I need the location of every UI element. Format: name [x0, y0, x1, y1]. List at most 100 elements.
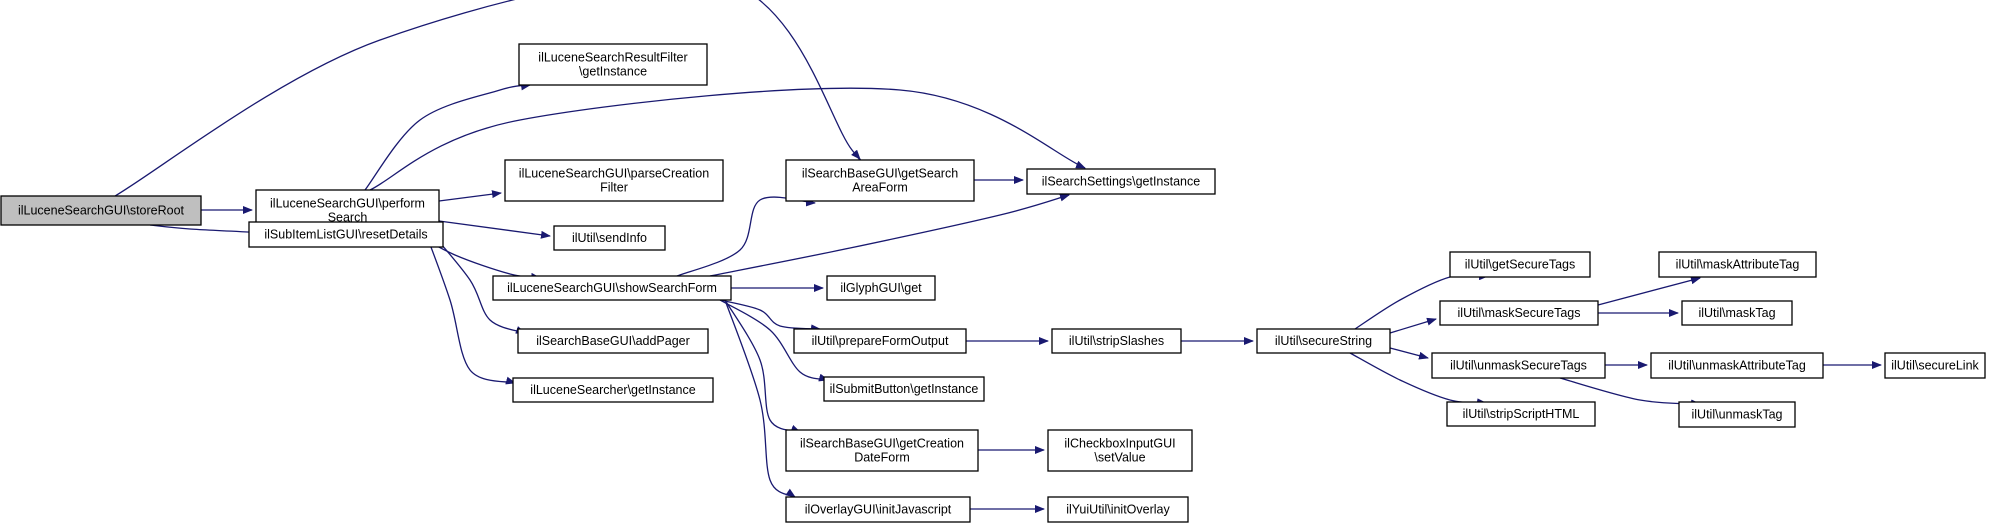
- node-label-line: ilUtil\unmaskAttributeTag: [1668, 359, 1806, 373]
- node-box: [1256, 328, 1391, 354]
- node-box: [517, 328, 709, 354]
- node-prepareFormOutput[interactable]: ilUtil\prepareFormOutput: [793, 328, 967, 354]
- node-resultFilterGetInstance[interactable]: ilLuceneSearchResultFilter\getInstance: [518, 43, 708, 86]
- node-label-line: ilUtil\getSecureTags: [1465, 258, 1575, 272]
- node-label-line: ilSubmitButton\getInstance: [830, 382, 979, 396]
- node-box: [1446, 401, 1596, 427]
- edge-performSearch-to-addPager: [429, 230, 526, 334]
- node-searchSettingsGetInstance[interactable]: ilSearchSettings\getInstance: [1026, 168, 1216, 195]
- node-maskSecureTags[interactable]: ilUtil\maskSecureTags: [1439, 300, 1599, 326]
- node-label-line: ilLuceneSearchGUI\perform: [270, 197, 425, 211]
- node-label-line: ilUtil\secureLink: [1891, 359, 1979, 373]
- node-label-line: ilGlyphGUI\get: [840, 281, 922, 295]
- node-box: [793, 328, 967, 354]
- node-label-line: ilUtil\secureString: [1275, 334, 1372, 348]
- node-box: [1051, 328, 1182, 354]
- edge-performSearch-to-searcherGetInstance: [424, 230, 516, 385]
- edge-storeRoot-to-getSearchAreaForm: [114, 0, 866, 197]
- node-maskAttributeTag[interactable]: ilUtil\maskAttributeTag: [1658, 251, 1817, 278]
- node-showSearchForm[interactable]: ilLuceneSearchGUI\showSearchForm: [492, 275, 732, 301]
- edge-secureString-to-unmaskSecureTags: [1389, 347, 1429, 360]
- node-box: [512, 377, 714, 403]
- node-maskTag[interactable]: ilUtil\maskTag: [1681, 300, 1793, 326]
- node-box: [785, 496, 971, 523]
- node-box: [1650, 352, 1824, 379]
- node-box: [823, 376, 985, 402]
- node-label-line: ilUtil\unmaskTag: [1691, 408, 1782, 422]
- node-box: [1658, 251, 1817, 278]
- node-checkboxSetValue[interactable]: ilCheckboxInputGUI\setValue: [1047, 429, 1193, 472]
- edge-maskSecureTags-to-maskAttributeTag: [1597, 276, 1701, 306]
- edge-performSearch-to-resultFilterGetInstance: [364, 82, 531, 191]
- node-searcherGetInstance[interactable]: ilLuceneSearcher\getInstance: [512, 377, 714, 403]
- node-label-line: ilUtil\unmaskSecureTags: [1450, 359, 1587, 373]
- node-label-line: ilSearchBaseGUI\addPager: [536, 334, 690, 348]
- node-label-line: ilUtil\stripScriptHTML: [1463, 407, 1580, 421]
- node-box: [1047, 429, 1193, 472]
- node-initJavascript[interactable]: ilOverlayGUI\initJavascript: [785, 496, 971, 523]
- edge-showSearchForm-to-searchSettingsGetInstance: [709, 193, 1070, 277]
- node-label-line: ilLuceneSearchResultFilter: [538, 51, 687, 65]
- edge-performSearch-to-parseCreationFilter: [438, 190, 502, 202]
- edge-secureString-to-maskSecureTags: [1389, 317, 1437, 334]
- edge-showSearchForm-to-initJavascript: [724, 299, 796, 498]
- node-label-line: ilUtil\maskSecureTags: [1458, 306, 1581, 320]
- node-label-line: ilSubItemListGUI\resetDetails: [264, 228, 427, 242]
- node-getSecureTags[interactable]: ilUtil\getSecureTags: [1449, 251, 1591, 278]
- node-resetDetails[interactable]: ilSubItemListGUI\resetDetails: [248, 221, 444, 248]
- node-stripScriptHTML[interactable]: ilUtil\stripScriptHTML: [1446, 401, 1596, 427]
- node-label-line: ilSearchBaseGUI\getSearch: [802, 167, 958, 181]
- node-glyphGet[interactable]: ilGlyphGUI\get: [826, 275, 936, 301]
- node-label-line: ilLuceneSearchGUI\parseCreation: [519, 167, 709, 181]
- node-unmaskAttributeTag[interactable]: ilUtil\unmaskAttributeTag: [1650, 352, 1824, 379]
- node-box: [826, 275, 936, 301]
- edge-showSearchForm-to-getSearchAreaForm: [676, 196, 816, 277]
- node-box: [1449, 251, 1591, 278]
- node-unmaskTag[interactable]: ilUtil\unmaskTag: [1678, 401, 1796, 428]
- node-label-line: ilSearchSettings\getInstance: [1042, 175, 1200, 189]
- node-addPager[interactable]: ilSearchBaseGUI\addPager: [517, 328, 709, 354]
- node-label-line: Search: [328, 211, 368, 225]
- node-label-line: ilSearchBaseGUI\getCreation: [800, 437, 964, 451]
- node-box: [1026, 168, 1216, 195]
- node-box: [1047, 496, 1189, 523]
- edges-layer: [114, 0, 1882, 513]
- node-box: [492, 275, 732, 301]
- node-box: [1431, 352, 1606, 379]
- node-unmaskSecureTags[interactable]: ilUtil\unmaskSecureTags: [1431, 352, 1606, 379]
- node-label-line: ilUtil\stripSlashes: [1069, 334, 1164, 348]
- node-label-line: ilUtil\maskTag: [1698, 306, 1775, 320]
- node-label-line: ilUtil\sendInfo: [572, 231, 647, 245]
- node-initOverlay[interactable]: ilYuiUtil\initOverlay: [1047, 496, 1189, 523]
- node-storeRoot[interactable]: ilLuceneSearchGUI\storeRoot: [0, 195, 202, 226]
- edge-showSearchForm-to-submitButtonGetInstance: [719, 299, 829, 382]
- node-box: [518, 43, 708, 86]
- node-label-line: ilCheckboxInputGUI: [1064, 437, 1175, 451]
- edge-unmaskSecureTags-to-unmaskTag: [1559, 377, 1701, 408]
- node-label-line: ilYuiUtil\initOverlay: [1066, 503, 1170, 517]
- node-secureLink[interactable]: ilUtil\secureLink: [1884, 352, 1986, 379]
- node-label-line: ilOverlayGUI\initJavascript: [805, 503, 952, 517]
- node-stripSlashes[interactable]: ilUtil\stripSlashes: [1051, 328, 1182, 354]
- node-box: [1884, 352, 1986, 379]
- node-box: [553, 225, 666, 251]
- node-label-line: \setValue: [1094, 451, 1145, 465]
- node-box: [248, 221, 444, 248]
- node-sendInfo[interactable]: ilUtil\sendInfo: [553, 225, 666, 251]
- node-secureString[interactable]: ilUtil\secureString: [1256, 328, 1391, 354]
- node-label-line: ilLuceneSearchGUI\showSearchForm: [507, 281, 717, 295]
- node-submitButtonGetInstance[interactable]: ilSubmitButton\getInstance: [823, 376, 985, 402]
- edge-performSearch-to-searchSettingsGetInstance: [369, 87, 1086, 191]
- node-box: [504, 159, 724, 202]
- node-label-line: DateForm: [854, 451, 910, 465]
- node-box: [1681, 300, 1793, 326]
- node-label-line: ilLuceneSearchGUI\storeRoot: [18, 204, 185, 218]
- node-label-line: AreaForm: [852, 181, 908, 195]
- node-label-line: Filter: [600, 181, 628, 195]
- edge-showSearchForm-to-getCreationDateForm: [724, 299, 801, 433]
- node-label-line: ilUtil\maskAttributeTag: [1676, 258, 1800, 272]
